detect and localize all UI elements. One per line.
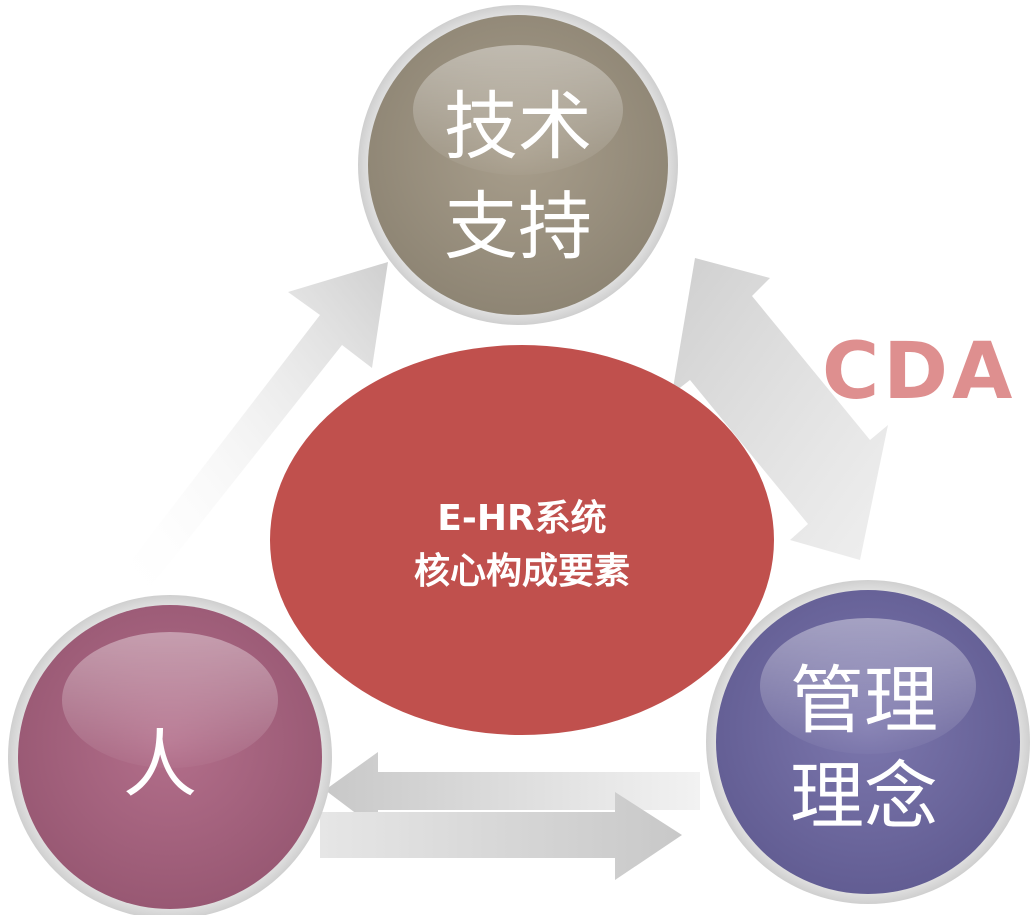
node-people: 人 <box>8 595 332 915</box>
node-mgmt: 管理 理念 <box>706 580 1030 904</box>
node-mgmt-label-line1: 管理 <box>790 658 938 744</box>
node-tech-label-line2: 支持 <box>444 184 592 270</box>
arrow-tech-to-mgmt <box>672 258 888 560</box>
arrow-people-to-tech <box>120 262 388 600</box>
node-tech: 技术 支持 <box>358 5 678 325</box>
node-tech-label-line1: 技术 <box>444 84 592 170</box>
center-label-line1: E-HR系统 <box>437 498 606 539</box>
watermark-text: CDA <box>822 327 1016 417</box>
center-shape <box>270 345 774 735</box>
node-people-label: 人 <box>123 722 197 808</box>
center-label-line2: 核心构成要素 <box>414 551 630 592</box>
node-mgmt-label-line2: 理念 <box>790 754 938 840</box>
node-tech-gloss <box>413 45 623 175</box>
center-ellipse: E-HR系统 核心构成要素 <box>270 345 774 735</box>
node-mgmt-gloss <box>760 618 976 754</box>
arrow-mgmt-to-people <box>325 752 700 830</box>
arrow-people-to-mgmt <box>320 792 682 880</box>
node-people-gloss <box>62 632 278 768</box>
